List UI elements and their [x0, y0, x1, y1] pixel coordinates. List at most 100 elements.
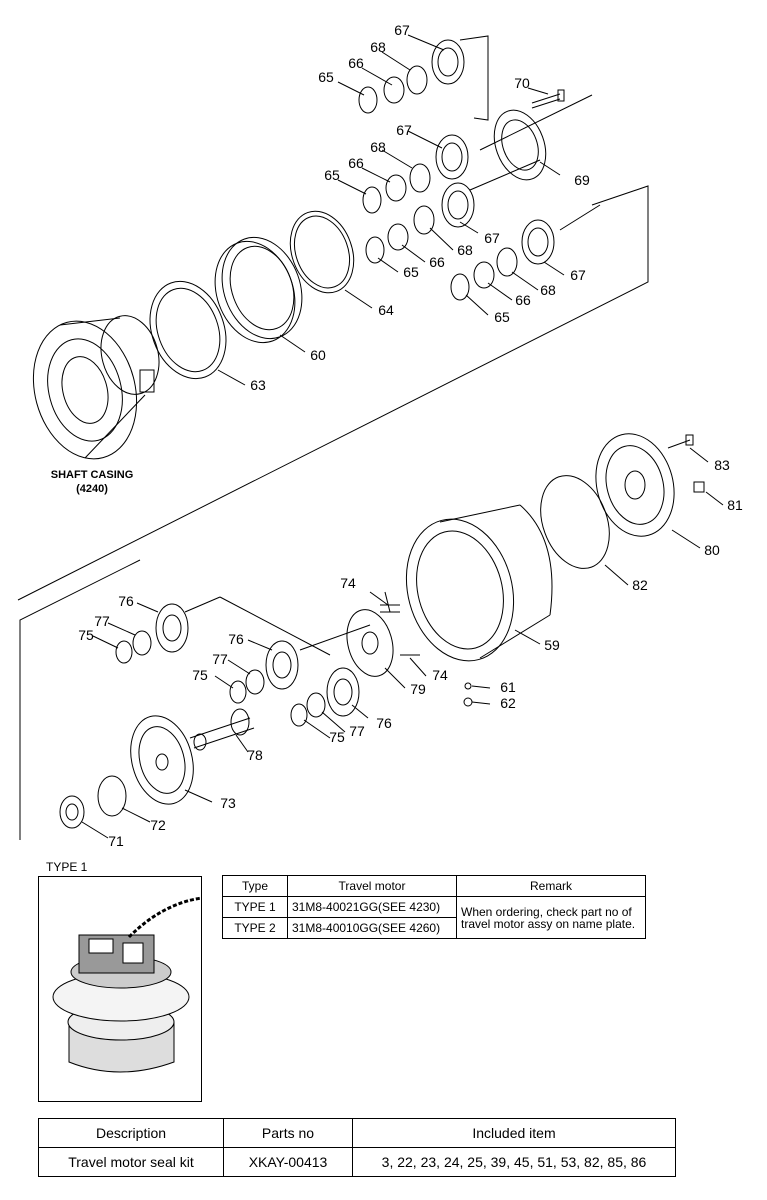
kit-included-items: 3, 22, 23, 24, 25, 39, 45, 51, 53, 82, 8… [352, 1147, 676, 1177]
callout-74: 74 [340, 575, 356, 591]
header-description: Description [38, 1118, 224, 1148]
travel-motor-illustration [52, 895, 218, 1073]
callout-66: 66 [515, 292, 531, 308]
gear-set-3 [365, 182, 475, 264]
spacer-75-a [115, 640, 133, 664]
callout-68: 68 [457, 242, 473, 258]
bearing-77-b [245, 669, 265, 695]
type-1-cell: TYPE 1 [222, 896, 288, 918]
callout-65: 65 [494, 309, 510, 325]
plug-81 [693, 481, 705, 493]
type-2-motor: 31M8-40010GG(SEE 4260) [287, 917, 457, 939]
callout-77: 77 [212, 651, 228, 667]
spacer-75-b [229, 680, 247, 704]
header-parts-no: Parts no [223, 1118, 353, 1148]
gear-71 [59, 795, 85, 829]
ring-60 [214, 236, 303, 344]
callout-61: 61 [500, 679, 516, 695]
callout-67: 67 [484, 230, 500, 246]
callout-75: 75 [192, 667, 208, 683]
callout-71: 71 [108, 833, 124, 849]
callout-66: 66 [348, 55, 364, 71]
callout-83: 83 [714, 457, 730, 473]
header-remark: Remark [456, 875, 646, 897]
cover-80 [595, 433, 675, 537]
callout-67: 67 [396, 122, 412, 138]
type-section-label: TYPE 1 [46, 860, 88, 874]
carrier-73 [130, 715, 194, 805]
header-travel-motor: Travel motor [287, 875, 457, 897]
shaft-line-3 [559, 204, 601, 231]
callout-75: 75 [78, 627, 94, 643]
callout-81: 81 [727, 497, 743, 513]
kit-parts-no: XKAY-00413 [223, 1147, 353, 1177]
callout-77: 77 [349, 723, 365, 739]
callout-68: 68 [370, 139, 386, 155]
o-ring-82 [540, 475, 610, 569]
callout-82: 82 [632, 577, 648, 593]
callout-76: 76 [376, 715, 392, 731]
motor-photo-box [38, 876, 218, 1102]
callout-68: 68 [370, 39, 386, 55]
callout-60: 60 [310, 347, 326, 363]
header-included-item: Included item [352, 1118, 676, 1148]
callout-62: 62 [500, 695, 516, 711]
bearing-77-a [132, 630, 152, 656]
plate-69 [493, 109, 547, 181]
ring-63 [149, 280, 227, 380]
callout-65: 65 [403, 264, 419, 280]
callout-76: 76 [118, 593, 134, 609]
travel-motor-table: Type Travel motor Remark TYPE 1 31M8-400… [222, 875, 646, 939]
lower-group-outline [19, 559, 141, 635]
type-2-cell: TYPE 2 [222, 917, 288, 939]
bolt-70 [531, 89, 565, 109]
washer-61 [464, 682, 472, 690]
shaft-casing [32, 315, 160, 460]
callout-79: 79 [410, 681, 426, 697]
callout-70: 70 [514, 75, 530, 91]
callout-75: 75 [329, 729, 345, 745]
shaft-line-1 [479, 94, 593, 151]
pins-74 [380, 604, 420, 656]
shaft-casing-ref: (4240) [76, 483, 108, 495]
type-1-motor: 31M8-40021GG(SEE 4230) [287, 896, 457, 918]
header-type: Type [222, 875, 288, 897]
callout-80: 80 [704, 542, 720, 558]
shaft-casing-label: SHAFT CASING [51, 469, 134, 481]
callout-65: 65 [318, 69, 334, 85]
gear-76-a [155, 603, 189, 653]
gear-76-c [326, 667, 360, 717]
carrier-shaft-line [299, 624, 371, 651]
callout-67: 67 [570, 267, 586, 283]
callout-66: 66 [348, 155, 364, 171]
callout-73: 73 [220, 795, 236, 811]
shaft-line-2 [469, 159, 541, 191]
ring-64 [289, 210, 355, 294]
callout-67: 67 [394, 22, 410, 38]
callout-72: 72 [150, 817, 166, 833]
callout-76: 76 [228, 631, 244, 647]
callout-59: 59 [544, 637, 560, 653]
callout-68: 68 [540, 282, 556, 298]
gear-set-1 [358, 39, 465, 114]
leader-lines [81, 34, 724, 839]
callout-63: 63 [250, 377, 266, 393]
gear-set-2 [362, 134, 469, 214]
callout-74: 74 [432, 667, 448, 683]
gear-76-b [265, 640, 299, 690]
seal-kit-table: Description Parts no Included item Trave… [38, 1118, 676, 1177]
callout-64: 64 [378, 302, 394, 318]
callout-78: 78 [247, 747, 263, 763]
callout-69: 69 [574, 172, 590, 188]
housing-59 [405, 504, 553, 662]
callout-77: 77 [94, 613, 110, 629]
nut-62 [463, 697, 473, 707]
snap-ring-72 [97, 775, 127, 817]
bearing-77-c [306, 692, 326, 718]
spacer-75-c [290, 703, 308, 727]
upper-group-outline [17, 185, 649, 601]
kit-description: Travel motor seal kit [38, 1147, 224, 1177]
lower-bracket [184, 596, 221, 613]
plate-79 [346, 609, 394, 677]
